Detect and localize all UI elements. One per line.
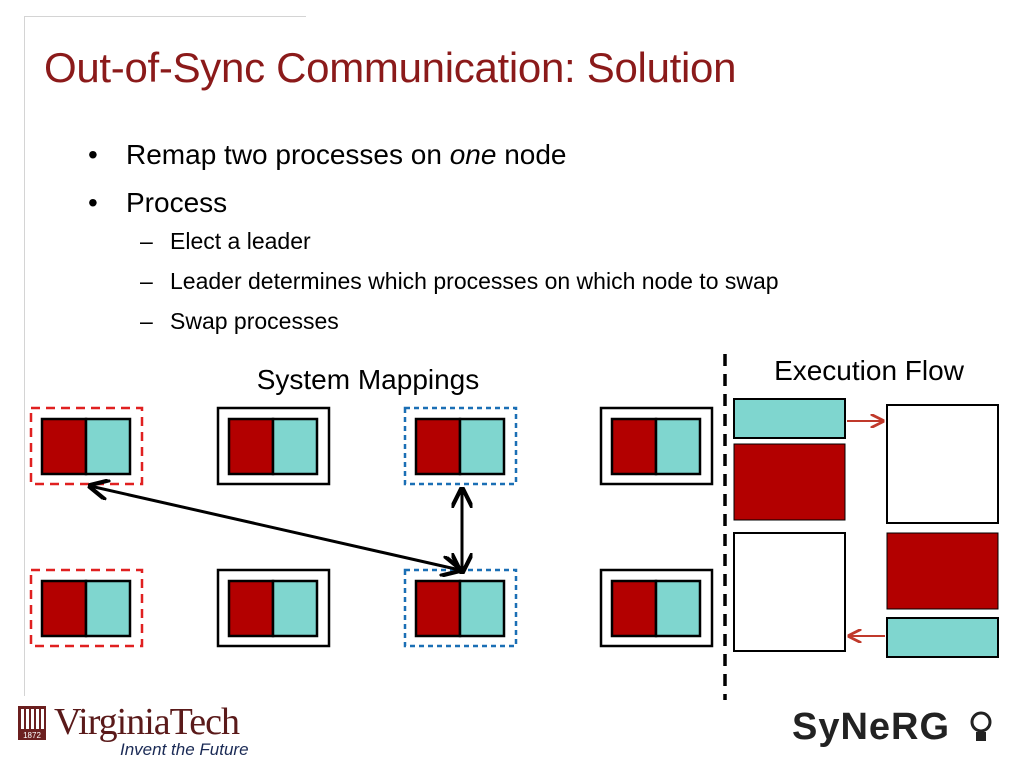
process-red bbox=[610, 417, 658, 476]
process-red bbox=[40, 417, 88, 476]
process-red bbox=[227, 417, 275, 476]
sub-bullet-list: Elect a leader Leader determines which p… bbox=[132, 228, 779, 334]
bullet-process: Process Elect a leader Leader determines… bbox=[88, 187, 779, 335]
node-border bbox=[599, 406, 714, 486]
exec-teal-bar-left bbox=[733, 398, 846, 439]
node-3-bottom bbox=[403, 568, 518, 648]
node-4-top bbox=[599, 406, 714, 486]
node-2-bottom bbox=[216, 568, 331, 648]
process-teal bbox=[654, 417, 702, 476]
slide-title: Out-of-Sync Communication: Solution bbox=[44, 44, 737, 91]
exec-red-block-right bbox=[886, 532, 999, 610]
process-teal bbox=[458, 417, 506, 476]
exec-teal-bar-right bbox=[886, 617, 999, 658]
vt-shield-icon: 1872 bbox=[18, 706, 46, 740]
exec-wait-block-right bbox=[886, 404, 999, 524]
exec-red-block-left bbox=[733, 443, 846, 521]
sub-bullet-swap: Swap processes bbox=[132, 308, 779, 334]
node-3-top bbox=[403, 406, 518, 486]
execution-flow bbox=[733, 398, 999, 658]
execution-flow-label: Execution Flow bbox=[774, 355, 965, 386]
frame-line-top bbox=[24, 16, 306, 17]
vt-wordmark: VirginiaTech bbox=[54, 701, 240, 743]
bullet-remap-post: node bbox=[496, 139, 567, 170]
process-teal bbox=[271, 417, 319, 476]
node-border-dashed-blue bbox=[403, 406, 518, 486]
bullet-remap-emphasis: one bbox=[449, 139, 497, 170]
sub-bullet-leader: Leader determines which processes on whi… bbox=[132, 268, 779, 294]
swap-arrow-diagonal bbox=[90, 486, 460, 570]
frame-line-left bbox=[24, 16, 25, 696]
lightbulb-icon bbox=[970, 711, 992, 741]
sub-bullet-elect: Elect a leader bbox=[132, 228, 779, 254]
node-2-top bbox=[216, 406, 331, 486]
bullet-list: Remap two processes on one node Process … bbox=[88, 140, 779, 352]
node-1-bottom bbox=[29, 568, 144, 648]
bullet-remap: Remap two processes on one node bbox=[88, 139, 779, 171]
exec-wait-block-left bbox=[733, 532, 846, 652]
process-teal bbox=[458, 579, 506, 638]
process-red bbox=[40, 579, 88, 638]
process-red bbox=[414, 417, 462, 476]
node-border bbox=[599, 568, 714, 648]
node-4-bottom bbox=[599, 568, 714, 648]
process-red bbox=[414, 579, 462, 638]
synerg-logo: SyNeRG bbox=[792, 706, 951, 748]
bullet-remap-pre: Remap two processes on bbox=[126, 139, 450, 170]
vt-tagline: Invent the Future bbox=[120, 740, 249, 759]
vt-year: 1872 bbox=[23, 731, 41, 740]
process-red bbox=[227, 579, 275, 638]
process-teal bbox=[654, 579, 702, 638]
process-teal bbox=[84, 579, 132, 638]
process-red bbox=[610, 579, 658, 638]
process-teal bbox=[84, 417, 132, 476]
bullet-process-text: Process bbox=[126, 187, 228, 218]
node-1-top bbox=[29, 406, 144, 486]
system-mappings-label: System Mappings bbox=[257, 364, 480, 395]
node-border-dashed-red bbox=[29, 568, 144, 648]
process-teal bbox=[271, 579, 319, 638]
